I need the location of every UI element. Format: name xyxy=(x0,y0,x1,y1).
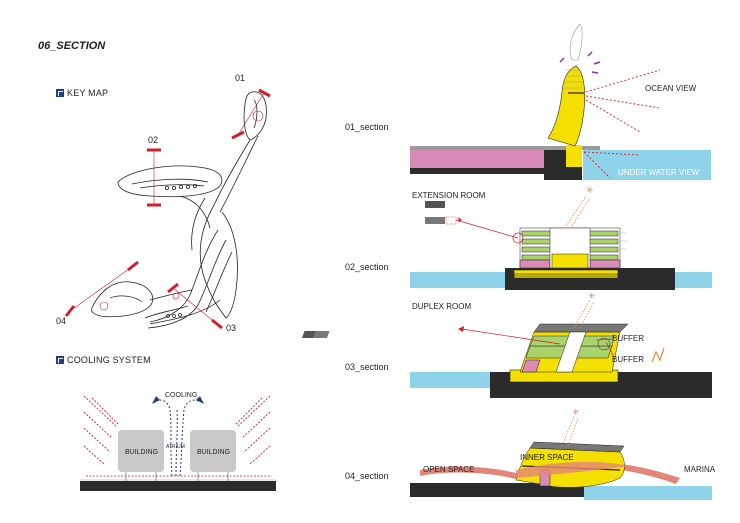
note-open-space: OPEN SPACE xyxy=(423,465,475,474)
page-title: 06_SECTION xyxy=(38,40,106,52)
note-ocean-view: OCEAN VIEW xyxy=(645,84,697,93)
flag-icon xyxy=(56,356,64,364)
marker-02: 02 xyxy=(148,135,159,145)
section-label-02: 02_section xyxy=(345,262,389,272)
cooling-label: COOLING xyxy=(165,392,198,399)
svg-text:✳: ✳ xyxy=(572,408,580,418)
building-left-label: BUILDING xyxy=(125,449,159,456)
marker-04: 04 xyxy=(56,316,67,326)
flag-icon xyxy=(56,89,64,97)
cooling-heading-text: COOLING SYSTEM xyxy=(67,355,151,365)
key-map-heading-text: KEY MAP xyxy=(67,88,109,98)
marker-03: 03 xyxy=(226,323,237,333)
svg-text:✳: ✳ xyxy=(588,292,596,302)
note-marina: MARINA xyxy=(684,465,716,474)
marker-01: 01 xyxy=(235,73,246,83)
note-inner-space: INNER SPACE xyxy=(520,453,574,462)
svg-text:✳: ✳ xyxy=(586,186,594,196)
note-under-water-view: UNDER WATER VIEW xyxy=(618,168,700,177)
key-map-heading: KEY MAP xyxy=(56,88,108,98)
note-buffer-top: BUFFER xyxy=(612,334,644,343)
building-right-label: BUILDING xyxy=(197,449,231,456)
section-label-04: 04_section xyxy=(345,471,389,481)
note-extension-room: EXTENSION ROOM xyxy=(412,191,486,200)
cooling-heading: COOLING SYSTEM xyxy=(56,355,151,365)
section-label-01: 01_section xyxy=(345,122,389,132)
atrium-label: ATRIUM xyxy=(166,444,185,450)
note-buffer-bottom: BUFFER xyxy=(612,355,644,364)
note-duplex-room: DUPLEX ROOM xyxy=(412,302,472,311)
section-label-03: 03_section xyxy=(345,362,389,372)
